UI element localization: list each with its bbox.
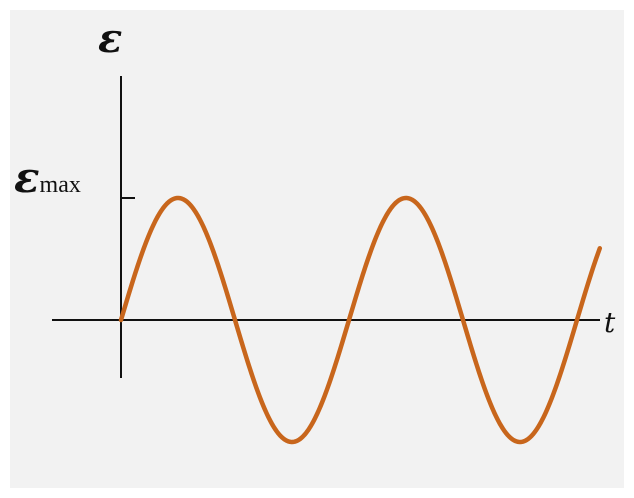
- y-axis-label: ε: [98, 15, 122, 62]
- x-axis-label: t: [604, 306, 616, 339]
- y-max-tick-label: εmax: [14, 153, 81, 202]
- sine-wave-series: [118, 195, 603, 445]
- y-max-symbol: ε: [14, 153, 40, 202]
- y-max-subscript: max: [40, 172, 81, 198]
- plot-panel: [10, 10, 624, 488]
